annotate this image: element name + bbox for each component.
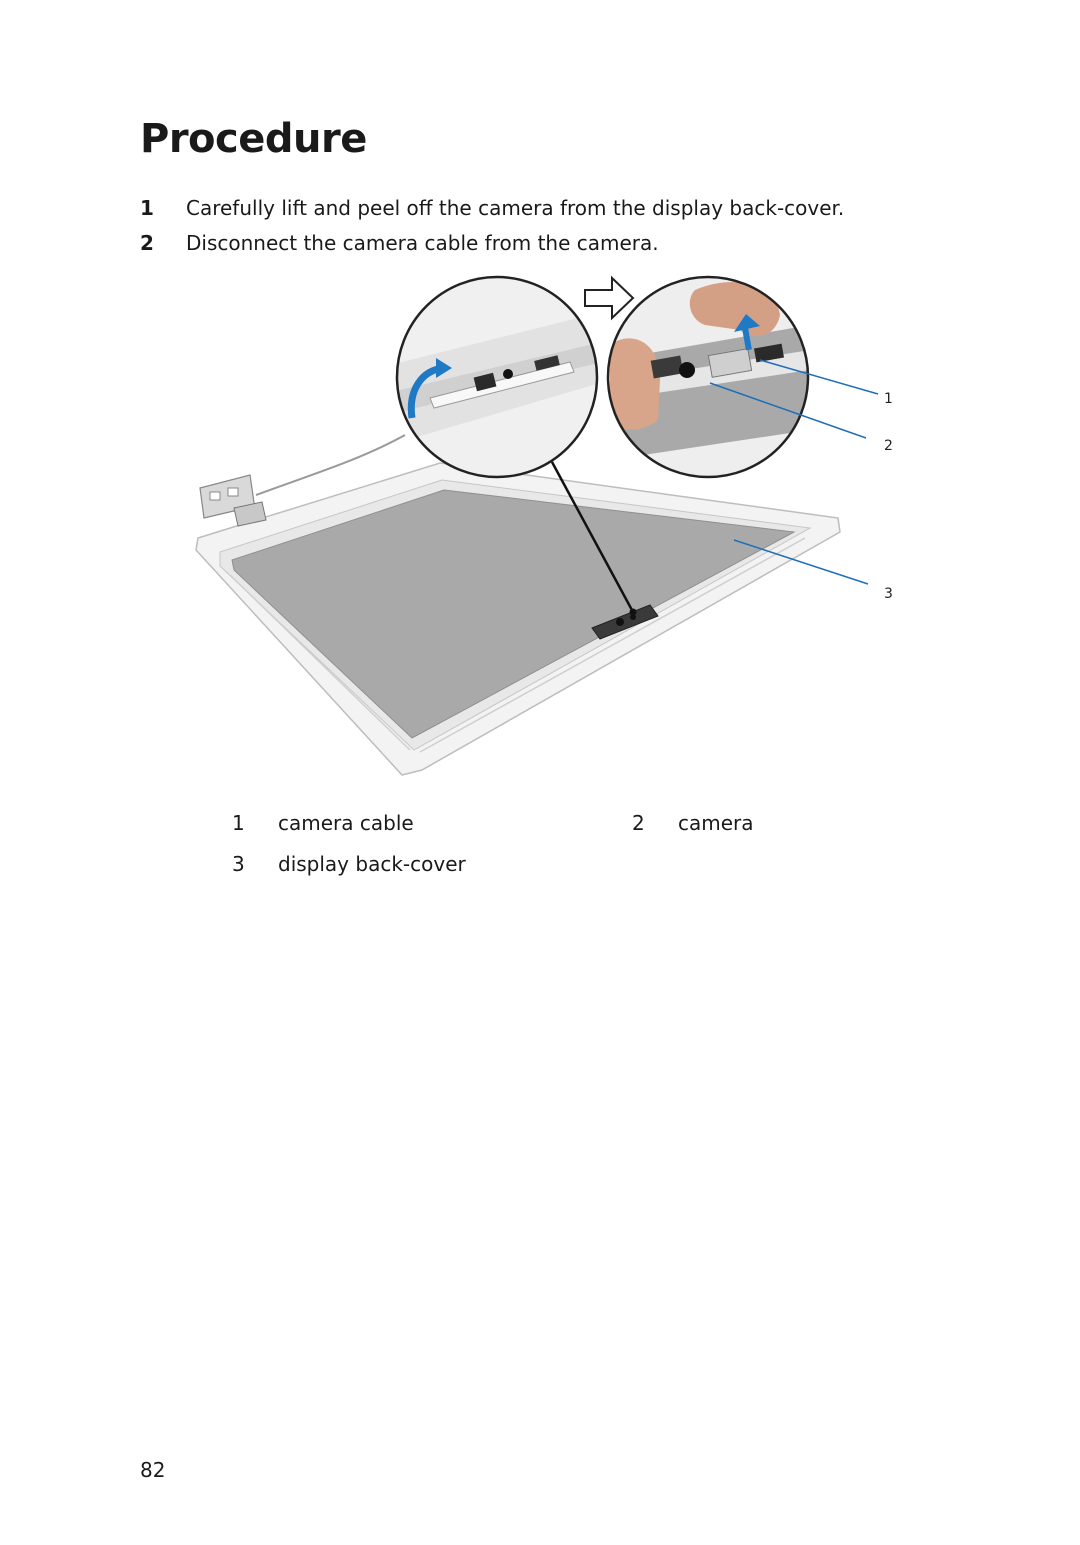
legend-number: 3 — [232, 852, 245, 876]
hinge — [199, 474, 267, 527]
page-number: 82 — [140, 1458, 166, 1482]
display-back-cover — [195, 462, 841, 776]
callout-label: 3 — [884, 586, 893, 602]
callout-line-3 — [733, 539, 869, 585]
callout-line-2 — [709, 382, 867, 439]
callout-line-1 — [759, 359, 879, 395]
step-number: 2 — [140, 231, 154, 255]
legend-number: 1 — [232, 811, 245, 835]
legend-label: camera cable — [278, 811, 414, 835]
page-title: Procedure — [140, 116, 367, 162]
callout-label: 1 — [884, 391, 893, 407]
legend-label: camera — [678, 811, 754, 835]
camera-removal-illustration: 1 2 3 — [195, 275, 893, 776]
zoom-detail-right — [606, 275, 810, 479]
callout-label: 2 — [884, 438, 893, 454]
step-number: 1 — [140, 196, 154, 220]
step-text: Disconnect the camera cable from the cam… — [186, 231, 659, 255]
legend-label: display back-cover — [278, 852, 466, 876]
legend-number: 2 — [632, 811, 645, 835]
zoom-detail-left — [395, 275, 599, 479]
direction-arrow-icon — [584, 275, 635, 321]
step-text: Carefully lift and peel off the camera f… — [186, 196, 845, 220]
